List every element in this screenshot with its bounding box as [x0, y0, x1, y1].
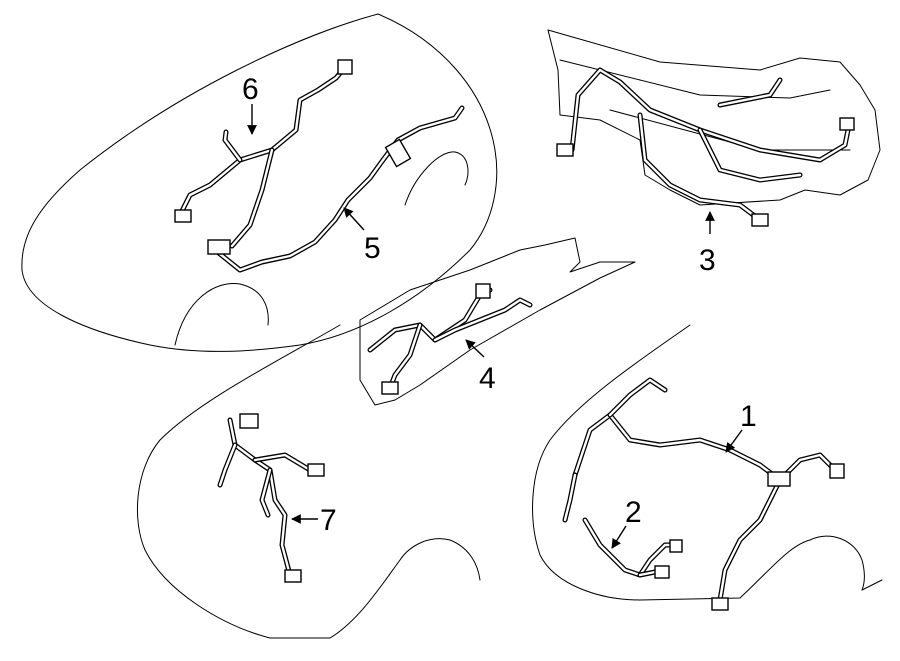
callout-3: 3 — [699, 211, 716, 277]
callout-3-label: 3 — [699, 244, 716, 277]
callout-5: 5 — [343, 207, 381, 265]
callout-5-label: 5 — [364, 232, 381, 265]
instrument-panel-outline — [547, 29, 881, 206]
callout-2: 2 — [611, 496, 642, 549]
harness-2 — [582, 517, 683, 579]
callout-7-label: 7 — [320, 504, 337, 537]
harness-4 — [367, 283, 533, 395]
callout-7: 7 — [291, 504, 337, 537]
callout-4: 4 — [465, 339, 496, 395]
callout-6-label: 6 — [242, 73, 259, 106]
harness-3 — [556, 67, 855, 227]
harness-1 — [562, 377, 845, 611]
harness-6 — [174, 59, 353, 249]
floor-panel-outline — [359, 237, 636, 406]
callout-1-label: 1 — [740, 400, 757, 433]
vehicle-body-outline-bottom-left — [137, 324, 481, 639]
callout-4-label: 4 — [479, 362, 496, 395]
vehicle-body-outline-bottom-right — [532, 324, 883, 601]
callout-1: 1 — [725, 400, 757, 453]
harness-5 — [207, 105, 465, 273]
harness-7 — [217, 413, 325, 583]
callout-2-label: 2 — [625, 496, 642, 529]
callout-6: 6 — [242, 73, 259, 135]
vehicle-body-outline-top-left — [21, 13, 498, 352]
